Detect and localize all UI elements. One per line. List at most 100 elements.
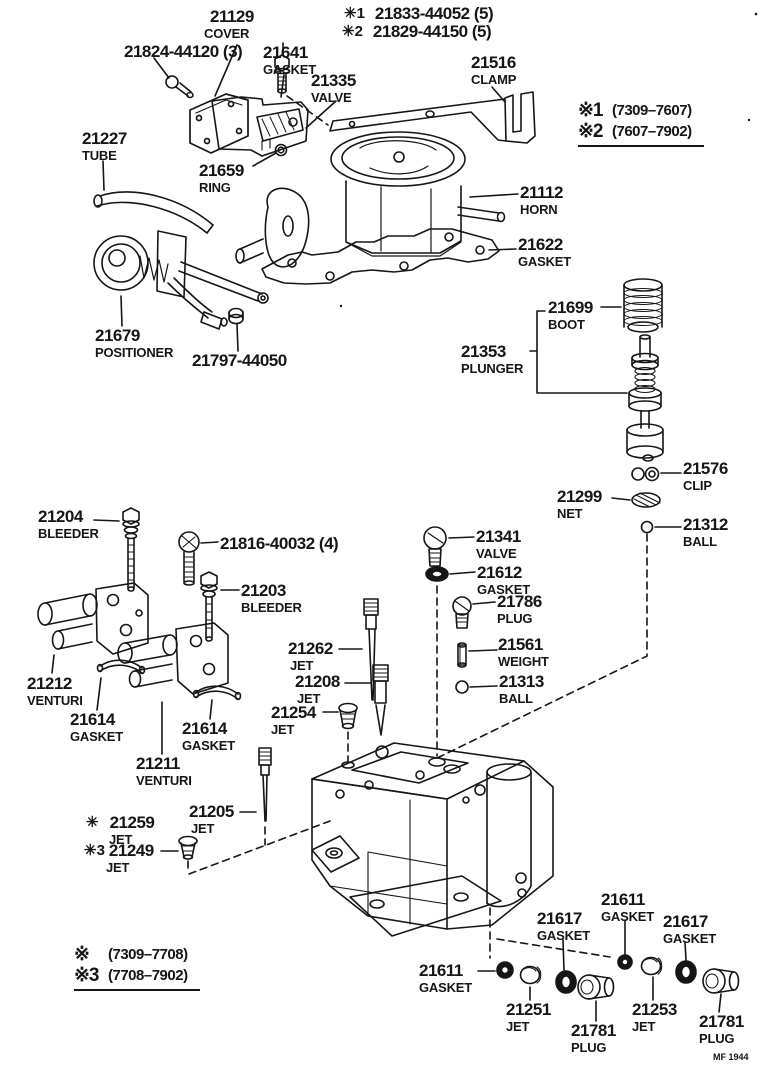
part-gasket-21614-left [96, 659, 146, 675]
part-gasket-21622 [261, 228, 500, 285]
part-boot-21699 [623, 278, 663, 333]
part-gasket-21611-lower [496, 961, 514, 979]
part-clamp-21516 [329, 91, 536, 144]
figure-code: MF 1944 [713, 1052, 749, 1062]
legend-row: ※3(7708–7902) [74, 965, 188, 986]
legend-bottom-left: ※(7309–7708) ※3(7708–7902) [74, 944, 200, 991]
part-label-21797-44050: 21797-44050 [192, 351, 287, 370]
part-flange-plate [235, 187, 310, 268]
leader-lines [51, 42, 722, 1022]
part-gasket-valve-body [211, 96, 309, 157]
legend-row: ※(7309–7708) [74, 944, 188, 965]
part-plug-21781-right [702, 968, 740, 994]
part-gasket-21612 [425, 566, 449, 582]
part-valve-21341 [423, 526, 447, 567]
part-jet-21208 [372, 664, 389, 736]
legend-underline [74, 989, 200, 991]
part-clip-21576 [631, 466, 660, 482]
part-weight-21561 [457, 642, 467, 668]
part-air-horn [330, 131, 506, 257]
part-label-21824-44120: 21824-44120 (3) [124, 42, 243, 61]
part-ball-21312 [640, 520, 654, 534]
legend-underline [578, 145, 704, 147]
part-gasket-21611-upper [617, 954, 633, 970]
part-ball-21313 [455, 680, 469, 694]
speckles [339, 12, 758, 308]
part-jet-21205 [258, 747, 272, 822]
part-screw-21816 [178, 531, 200, 586]
part-bleeder-21203 [200, 571, 218, 642]
part-gasket-21614-right [192, 685, 242, 701]
legend-top-right: ※1(7309–7607) ※2(7607–7902) [578, 100, 704, 147]
part-positioner-21679 [93, 230, 269, 330]
part-net-21299 [631, 492, 661, 508]
part-plunger-21353 [626, 334, 664, 462]
part-bolt-21833 [273, 54, 291, 94]
part-jet-21253 [640, 956, 663, 976]
legend-row: ※1(7309–7607) [578, 100, 692, 121]
part-gasket-21617-right [675, 960, 697, 984]
part-gasket-21617-left [555, 970, 577, 994]
part-cover [189, 93, 249, 154]
part-plug-21786 [452, 596, 472, 629]
part-jet-21249 [178, 835, 198, 860]
part-ring-21659 [274, 143, 288, 157]
part-screw-21824 [165, 75, 194, 99]
part-plug-21781-left [577, 974, 615, 1000]
part-jet-21251 [519, 965, 542, 985]
part-label-21816-40032: 21816-40032 (4) [220, 534, 339, 553]
part-venturi-21212 [37, 582, 149, 655]
part-tube-21227 [93, 191, 214, 234]
part-jet-21262 [363, 598, 379, 701]
part-nut-21797 [228, 307, 244, 325]
legend-row: ※2(7607–7902) [578, 121, 692, 142]
part-bleeder-21204 [122, 507, 140, 592]
part-venturi-21211 [117, 622, 229, 695]
part-main-body [311, 742, 554, 937]
part-jet-21254 [338, 702, 358, 730]
